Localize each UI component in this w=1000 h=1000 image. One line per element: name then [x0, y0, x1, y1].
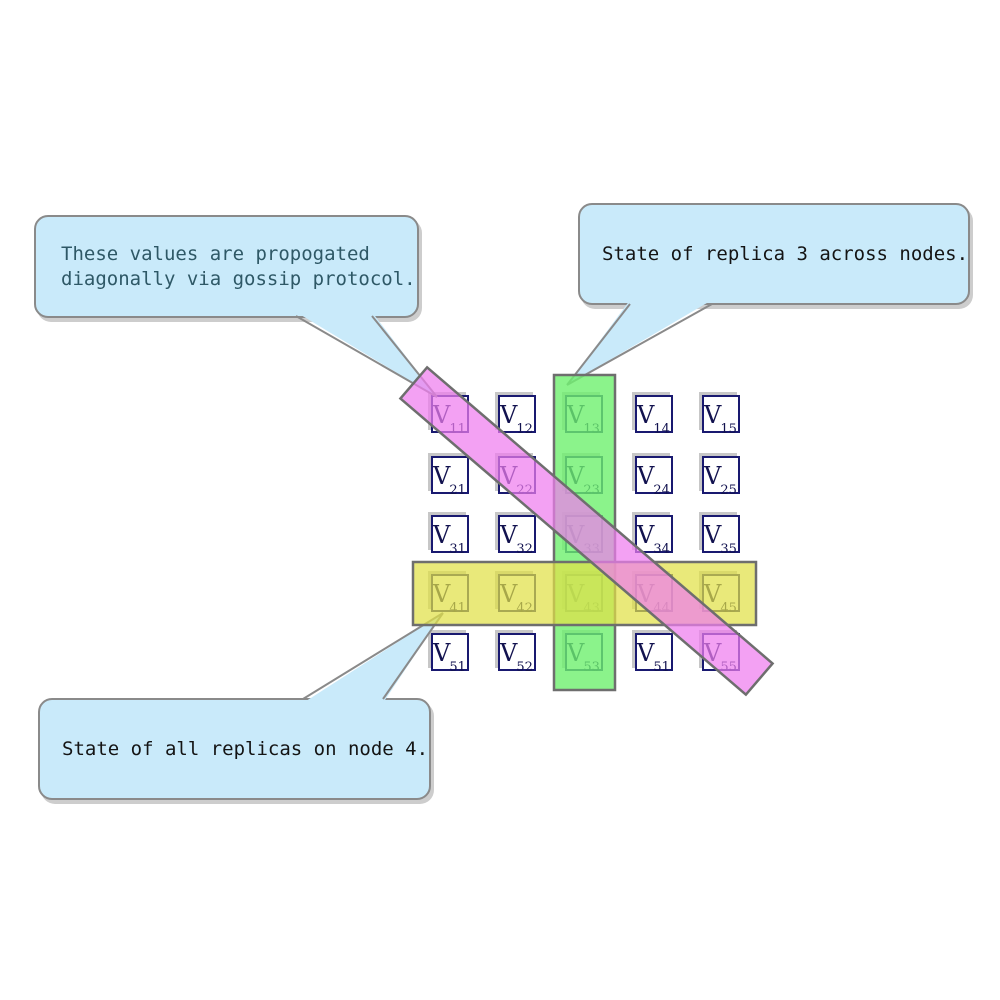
cell-label: V52 [500, 639, 533, 675]
matrix-cell-1-3: V13 [565, 395, 603, 437]
matrix-cell-1-2: V12 [498, 395, 536, 437]
cell-label: V12 [500, 401, 533, 437]
matrix-cell-1-5: V15 [702, 395, 740, 437]
callout-node: State of all replicas on node 4. [38, 698, 431, 800]
cell-label: V44 [637, 580, 670, 616]
cell-label: V23 [567, 462, 600, 498]
cell-label: V35 [704, 521, 737, 557]
cell-label: V41 [433, 580, 466, 616]
cell-label: V43 [567, 580, 600, 616]
callout-replica-text: State of replica 3 across nodes. [602, 242, 969, 265]
matrix-cell-4-3: V43 [565, 574, 603, 616]
matrix-cell-5-3: V53 [565, 633, 603, 675]
cell-label: V11 [433, 401, 466, 437]
matrix-cell-5-1: V51 [431, 633, 469, 675]
matrix-cell-2-2: V22 [498, 456, 536, 498]
matrix-cell-3-4: V34 [635, 515, 673, 557]
matrix-cell-2-3: V23 [565, 456, 603, 498]
cell-label: V32 [500, 521, 533, 557]
matrix-cell-2-4: V24 [635, 456, 673, 498]
cell-label: V25 [704, 462, 737, 498]
matrix-cell-4-1: V41 [431, 574, 469, 616]
cell-label: V45 [704, 580, 737, 616]
cell-label: V33 [567, 521, 600, 557]
cell-label: V15 [704, 401, 737, 437]
matrix-cell-3-5: V35 [702, 515, 740, 557]
cell-label: V14 [637, 401, 670, 437]
matrix-cell-5-4: V51 [635, 633, 673, 675]
callout-gossip-text-line1: These values are propogated [61, 242, 370, 265]
matrix-cell-2-1: V21 [431, 456, 469, 498]
cell-label: V31 [433, 521, 466, 557]
matrix-cell-3-1: V31 [431, 515, 469, 557]
cell-label: V42 [500, 580, 533, 616]
matrix-cell-4-5: V45 [702, 574, 740, 616]
matrix-cell-4-4: V44 [635, 574, 673, 616]
cell-label: V55 [704, 639, 737, 675]
cell-label: V24 [637, 462, 670, 498]
cell-label: V51 [637, 639, 670, 675]
callout-tail-node [302, 612, 444, 703]
cell-label: V21 [433, 462, 466, 498]
callout-replica: State of replica 3 across nodes. [578, 203, 970, 305]
matrix-cell-3-2: V32 [498, 515, 536, 557]
cell-label: V51 [433, 639, 466, 675]
matrix-cell-3-3: V33 [565, 515, 603, 557]
callout-gossip: These values are propogated diagonally v… [34, 215, 419, 318]
matrix-cell-4-2: V42 [498, 574, 536, 616]
callout-tail-replica [566, 300, 713, 386]
cell-label: V53 [567, 639, 600, 675]
matrix-cell-5-5: V55 [702, 633, 740, 675]
matrix-cell-1-4: V14 [635, 395, 673, 437]
matrix-cell-2-5: V25 [702, 456, 740, 498]
cell-label: V13 [567, 401, 600, 437]
callout-tail-gossip [295, 312, 438, 398]
callout-gossip-text-line2: diagonally via gossip protocol. [61, 267, 416, 290]
matrix-cell-5-2: V52 [498, 633, 536, 675]
cell-label: V34 [637, 521, 670, 557]
matrix-cell-1-1: V11 [431, 395, 469, 437]
cell-label: V22 [500, 462, 533, 498]
callout-node-text: State of all replicas on node 4. [62, 737, 429, 760]
